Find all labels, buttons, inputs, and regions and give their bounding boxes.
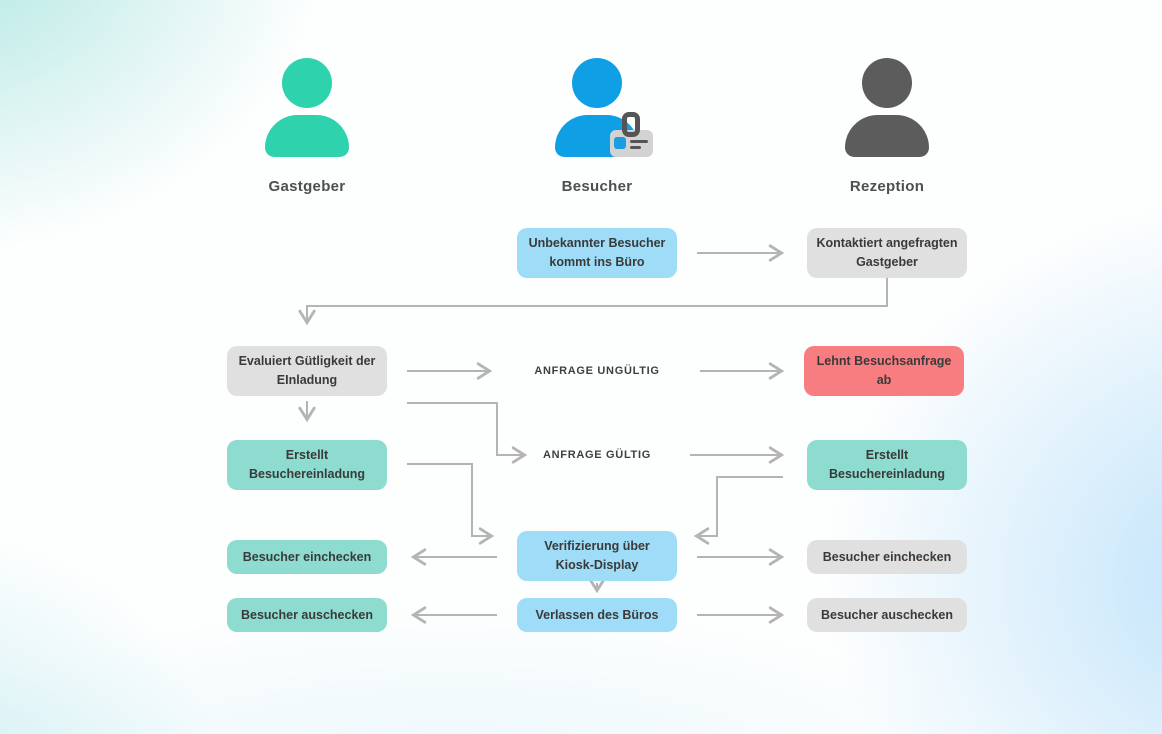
edge-evaluate-to-valid-label (407, 402, 528, 464)
node-besucher-auschecken-gastgeber: Besucher auschecken (227, 598, 387, 632)
person-body (265, 115, 349, 157)
node-besucher-einchecken-gastgeber: Besucher einchecken (227, 540, 387, 574)
badge-photo-shape (614, 137, 626, 149)
actor-label-besucher: Besucher (561, 178, 633, 195)
actor-besucher: Besucher (512, 58, 682, 195)
id-badge-icon (610, 112, 656, 158)
node-erstellt-besuchereinladung-rezeption: Erstellt Besuchereinladung (807, 440, 967, 490)
badge-text-line (630, 146, 641, 149)
node-besucher-auschecken-rezeption: Besucher auschecken (807, 598, 967, 632)
edge-create-host-to-kiosk (407, 463, 495, 545)
edge-create-reception-to-kiosk (693, 476, 783, 545)
person-icon (842, 58, 932, 162)
person-head (282, 58, 332, 108)
person-icon (262, 58, 352, 162)
person-head (862, 58, 912, 108)
node-erstellt-besuchereinladung-gastgeber: Erstellt Besuchereinladung (227, 440, 387, 490)
person-body (845, 115, 929, 157)
person-with-id-badge-icon (552, 58, 653, 162)
actor-label-gastgeber: Gastgeber (268, 178, 346, 195)
node-besucher-einchecken-rezeption: Besucher einchecken (807, 540, 967, 574)
actor-rezeption: Rezeption (802, 58, 972, 195)
badge-text-line (630, 140, 648, 143)
edge-label-anfrage-gueltig: ANFRAGE GÜLTIG (543, 449, 651, 461)
node-verifizierung-kiosk: Verifizierung über Kiosk-Display (517, 531, 677, 581)
actor-gastgeber: Gastgeber (222, 58, 392, 195)
node-verlassen-des-bueros: Verlassen des Büros (517, 598, 677, 632)
node-evaluiert-einladung: Evaluiert Gütligkeit der EInladung (227, 346, 387, 396)
badge-clip-shape (622, 112, 640, 137)
node-unbekannter-besucher: Unbekannter Besucher kommt ins Büro (517, 228, 677, 278)
node-lehnt-besuchsanfrage-ab: Lehnt Besuchsanfrage ab (804, 346, 964, 396)
node-kontaktiert-gastgeber: Kontaktiert angefragten Gastgeber (807, 228, 967, 278)
edge-contact-to-evaluate (298, 278, 888, 326)
edge-label-anfrage-ungueltig: ANFRAGE UNGÜLTIG (534, 365, 660, 377)
person-head (572, 58, 622, 108)
actor-label-rezeption: Rezeption (849, 178, 925, 195)
